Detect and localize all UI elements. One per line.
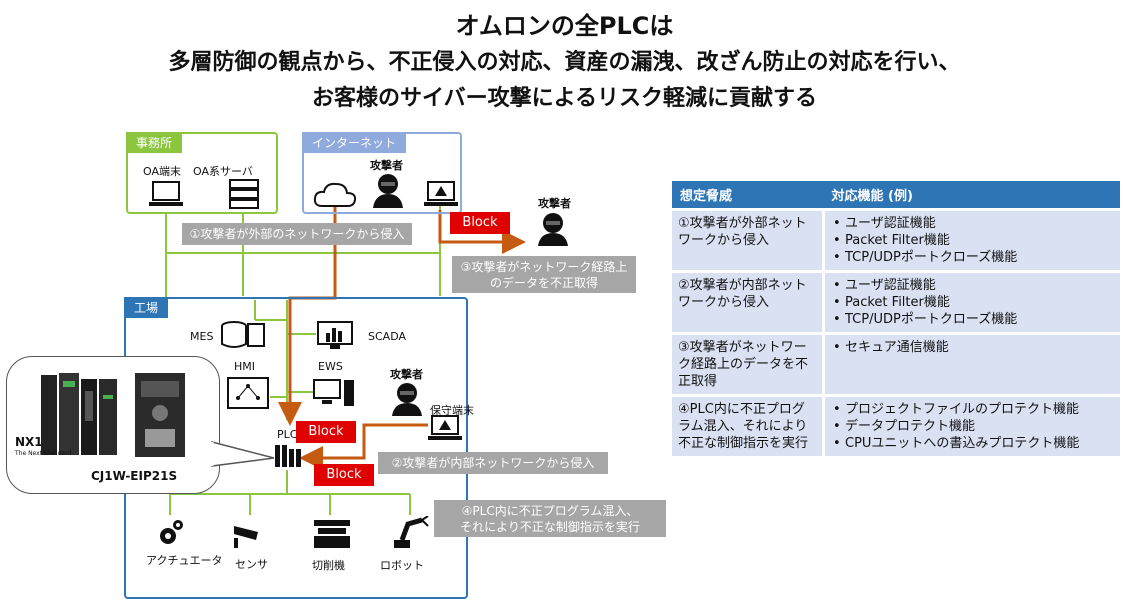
cutting-machine-icon <box>314 520 350 548</box>
internet-zone-label: インターネット <box>302 132 407 153</box>
path-4-line-2: それにより不正な制御指示を実行 <box>460 520 640 534</box>
hmi-label: HMI <box>234 360 256 373</box>
path-4-label: ④PLC内に不正プログラム混入、 それにより不正な制御指示を実行 <box>434 500 666 537</box>
gear-icon <box>160 520 183 544</box>
nx1-sub-label: The Next Standard <box>15 450 72 457</box>
function-item: ユーザ認証機能 <box>833 277 1114 294</box>
server-icon <box>221 321 265 348</box>
product-callout: NX1 The Next Standard CJ1W-EIP21S <box>6 356 220 494</box>
camera-icon <box>234 526 258 548</box>
function-cell: セキュア通信機能 <box>823 332 1120 396</box>
internet-zone: インターネット <box>302 132 462 214</box>
path-1-label: ①攻撃者が外部のネットワークから侵入 <box>182 223 412 245</box>
table-row: ④PLC内に不正プログラム混入、それにより不正な制御指示を実行 プロジェクトファ… <box>672 394 1120 456</box>
laptop-icon <box>428 415 462 440</box>
robot-arm-icon <box>394 516 429 548</box>
threat-cell: ②攻撃者が内部ネットワークから侵入 <box>672 270 825 334</box>
block-badge-external: Block <box>450 212 510 234</box>
table-row: ③攻撃者がネットワーク経路上のデータを不正取得 セキュア通信機能 <box>672 332 1120 396</box>
robot-label: ロボット <box>380 559 424 572</box>
cutter-label: 切削機 <box>312 559 345 572</box>
external-attacker-label: 攻撃者 <box>538 197 571 210</box>
laptop-icon <box>424 181 458 206</box>
monitor-chart-icon <box>317 321 353 349</box>
oa-server-label: OA系サーバ <box>193 165 253 178</box>
internet-attacker-label: 攻撃者 <box>370 159 403 172</box>
nx1-controller-image <box>41 373 117 455</box>
server-icon <box>229 179 259 209</box>
threat-cell: ③攻撃者がネットワーク経路上のデータを不正取得 <box>672 332 825 396</box>
block-badge-internal: Block <box>314 464 374 486</box>
function-item: CPUユニットへの書込みプロテクト機能 <box>833 435 1114 452</box>
table-header-row: 想定脅威 対応機能 (例) <box>672 181 1120 210</box>
threat-countermeasure-table: 想定脅威 対応機能 (例) ①攻撃者が外部ネットワークから侵入 ユーザ認証機能 … <box>672 181 1120 456</box>
cj1w-unit-image <box>135 373 185 457</box>
header-function: 対応機能 (例) <box>823 181 1120 210</box>
function-cell: ユーザ認証機能 Packet Filter機能 TCP/UDPポートクローズ機能 <box>823 208 1120 272</box>
path-4-line-1: ④PLC内に不正プログラム混入、 <box>461 504 639 518</box>
function-item: TCP/UDPポートクローズ機能 <box>833 249 1114 266</box>
path-3-line-2: のデータを不正取得 <box>489 276 598 290</box>
title-line-1: オムロンの全PLCは <box>455 12 674 40</box>
sensor-label: センサ <box>235 558 268 571</box>
table-row: ②攻撃者が内部ネットワークから侵入 ユーザ認証機能 Packet Filter機… <box>672 270 1120 334</box>
internal-attacker-label: 攻撃者 <box>390 368 423 381</box>
ews-label: EWS <box>318 360 343 373</box>
function-item: セキュア通信機能 <box>833 339 1114 356</box>
path-2-label: ②攻撃者が内部ネットワークから侵入 <box>378 452 608 474</box>
cj1w-label: CJ1W-EIP21S <box>91 469 178 483</box>
plc-icon <box>275 445 301 467</box>
actuator-label: アクチュエータ <box>146 554 223 567</box>
block-badge-plc: Block <box>296 421 356 443</box>
callout-pointer <box>210 441 275 467</box>
table-row: ①攻撃者が外部ネットワークから侵入 ユーザ認証機能 Packet Filter機… <box>672 208 1120 272</box>
scada-label: SCADA <box>368 330 406 343</box>
workstation-icon <box>313 379 354 406</box>
function-item: ユーザ認証機能 <box>833 215 1114 232</box>
mes-label: MES <box>190 330 214 343</box>
title-line-3: お客様のサイバー攻撃によるリスク軽減に貢献する <box>312 86 817 111</box>
hmi-touch-icon <box>227 377 269 409</box>
threat-cell: ①攻撃者が外部ネットワークから侵入 <box>672 208 825 272</box>
cloud-icon <box>313 182 357 207</box>
function-item: データプロテクト機能 <box>833 418 1114 435</box>
office-zone: 事務所 <box>126 132 278 214</box>
plc-label: PLC <box>277 428 298 441</box>
oa-terminal-label: OA端末 <box>143 165 181 178</box>
attacker-icon <box>538 213 568 246</box>
attacker-icon <box>392 383 422 416</box>
function-item: Packet Filter機能 <box>833 232 1114 249</box>
maintenance-terminal-label: 保守端末 <box>430 404 474 417</box>
path-3-label: ③攻撃者がネットワーク経路上 のデータを不正取得 <box>452 256 636 293</box>
attacker-icon <box>373 174 403 208</box>
path-3-line-1: ③攻撃者がネットワーク経路上 <box>460 260 628 274</box>
function-item: TCP/UDPポートクローズ機能 <box>833 311 1114 328</box>
laptop-icon <box>149 181 183 206</box>
factory-zone-label: 工場 <box>124 297 169 318</box>
header-threat: 想定脅威 <box>672 181 824 210</box>
function-item: プロジェクトファイルのプロテクト機能 <box>833 401 1114 418</box>
function-cell: プロジェクトファイルのプロテクト機能 データプロテクト機能 CPUユニットへの書… <box>823 394 1120 456</box>
office-zone-label: 事務所 <box>126 132 183 153</box>
function-cell: ユーザ認証機能 Packet Filter機能 TCP/UDPポートクローズ機能 <box>823 270 1120 334</box>
title-line-2: 多層防御の観点から、不正侵入の対応、資産の漏洩、改ざん防止の対応を行い、 <box>168 50 961 75</box>
threat-cell: ④PLC内に不正プログラム混入、それにより不正な制御指示を実行 <box>672 394 825 456</box>
nx1-label: NX1 <box>15 435 43 449</box>
function-item: Packet Filter機能 <box>833 294 1114 311</box>
